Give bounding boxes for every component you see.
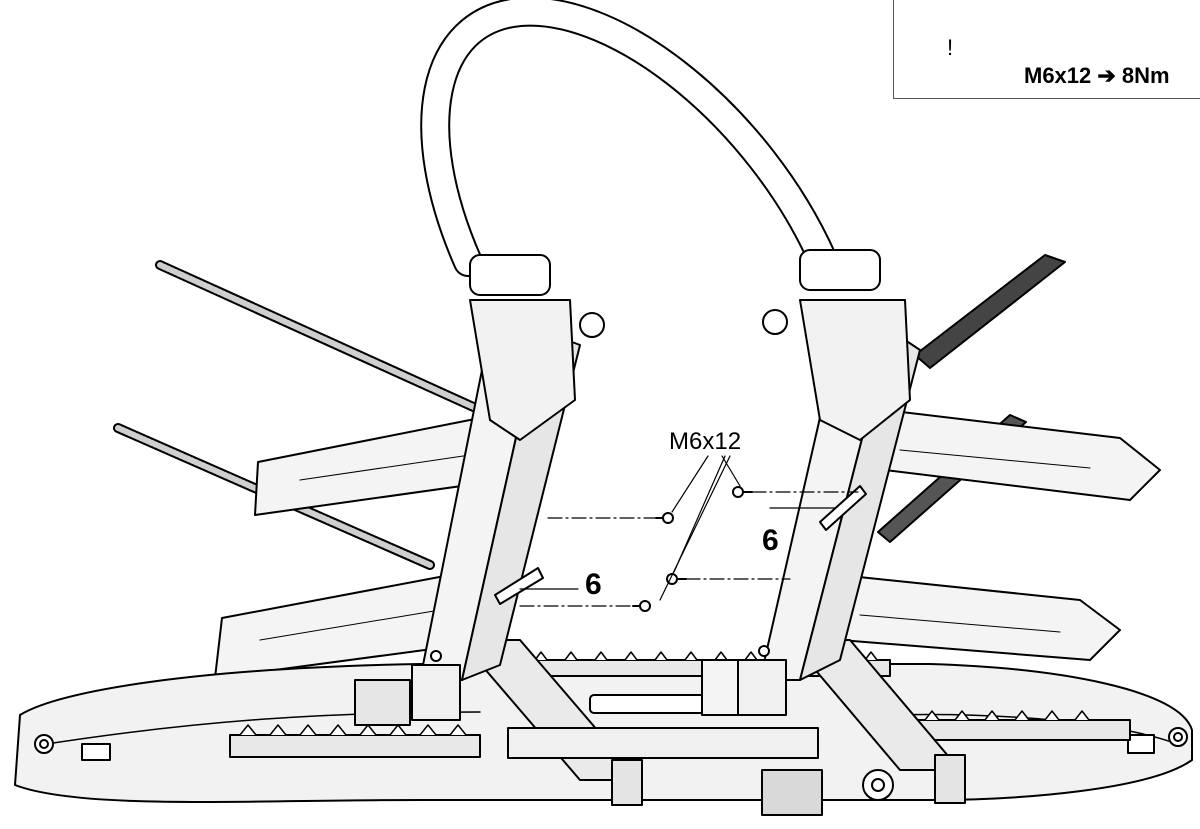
screw-m6x12-4: [632, 600, 651, 612]
part-callout-right: 6: [762, 524, 779, 557]
wheel-tray-upper-left: [254, 417, 491, 516]
vertical-arm-left: [411, 299, 605, 721]
screw-callout-label: M6x12: [669, 428, 742, 455]
hoop-clamp-right: [799, 249, 881, 291]
assembly-lines: [519, 491, 859, 607]
threaded-rods-left: [113, 260, 485, 570]
warning-box: ! M6x12 ➔ 8Nm: [893, 0, 1200, 99]
screw-m6x12-1: [655, 512, 674, 524]
torque-label: M6x12 ➔ 8Nm: [1024, 63, 1170, 88]
ribbed-bar-left: [229, 724, 481, 758]
frame-hoop: [420, 0, 837, 277]
warning-exclamation: !: [947, 35, 954, 60]
leader-lines: [519, 455, 837, 601]
wheel-tray-lower-right: [839, 574, 1121, 661]
ribbed-bar-right: [879, 710, 1131, 741]
screw-m6x12-2: [732, 486, 753, 498]
vertical-arm-right: [737, 299, 921, 716]
part-callout-left: 6: [585, 568, 602, 601]
hoop-clamp-left: [469, 254, 551, 296]
